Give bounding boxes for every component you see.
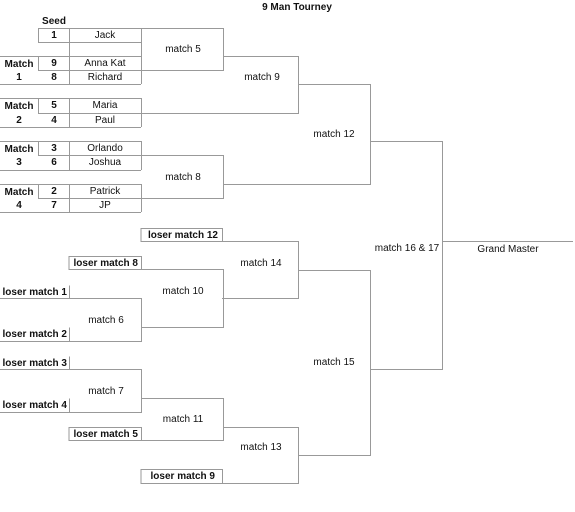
grand-master-label: Grand Master — [477, 244, 539, 255]
player-name: Joshua — [88, 157, 122, 168]
match-10-bracket — [141, 269, 224, 328]
loser-12-box — [140, 228, 223, 242]
loser-match-9-label: loser match 9 — [150, 471, 215, 482]
page-title: 9 Man Tourney — [262, 2, 332, 13]
match-7-label: match 7 — [88, 386, 124, 397]
player-name: JP — [99, 200, 111, 211]
match-15-bracket — [298, 270, 371, 456]
match-13-bracket — [222, 427, 299, 484]
match-number-1: 1 — [16, 72, 22, 83]
match-number-4: 4 — [16, 200, 22, 211]
seed-number: 2 — [51, 186, 57, 197]
match-14-bracket — [222, 241, 299, 299]
match-label-1: Match — [4, 59, 34, 70]
player-name: Anna Kat — [84, 58, 126, 69]
seed-number: 4 — [51, 115, 57, 126]
match-16-17-label: match 16 & 17 — [374, 243, 440, 254]
match-5-bracket — [141, 28, 224, 71]
player-name: Patrick — [89, 186, 121, 197]
seed-number: 7 — [51, 200, 57, 211]
player-name: Paul — [94, 115, 116, 126]
player-name: Jack — [94, 30, 116, 41]
match-15-label: match 15 — [313, 357, 355, 368]
loser-match-8-label: loser match 8 — [73, 258, 138, 269]
seed-number: 5 — [51, 100, 57, 111]
match-label-2: Match — [4, 101, 34, 112]
match-number-3: 3 — [16, 157, 22, 168]
loser-match-12-label: loser match 12 — [147, 230, 218, 241]
match-14-label: match 14 — [240, 258, 282, 269]
match-6-label: match 6 — [88, 315, 124, 326]
seed-number: 9 — [51, 58, 57, 69]
match-16-17-bracket — [370, 141, 443, 370]
loser-9-box — [140, 469, 223, 484]
match-9-label: match 9 — [244, 72, 280, 83]
loser-5-box — [68, 427, 142, 441]
match-8-label: match 8 — [165, 172, 201, 183]
match-12-bracket — [223, 84, 371, 185]
seed-number: 6 — [51, 157, 57, 168]
match-7-bracket — [69, 369, 142, 413]
player-name: Maria — [92, 100, 118, 111]
match-5-label: match 5 — [165, 44, 201, 55]
match-13-label: match 13 — [240, 442, 282, 453]
match-10-label: match 10 — [162, 286, 204, 297]
loser-match-5-label: loser match 5 — [73, 429, 138, 440]
loser-match-3-label: loser match 3 — [2, 358, 67, 369]
loser-match-1-label: loser match 1 — [2, 287, 67, 298]
match-label-3: Match — [4, 144, 34, 155]
match-8-bracket — [141, 155, 224, 199]
seed-header: Seed — [42, 16, 66, 27]
seed-number: 3 — [51, 143, 57, 154]
seed-number: 1 — [51, 30, 57, 41]
match-12-label: match 12 — [313, 129, 355, 140]
seed-number: 8 — [51, 72, 57, 83]
loser-match-2-label: loser match 2 — [2, 329, 67, 340]
match-6-bracket — [69, 298, 142, 342]
player-name: Orlando — [87, 143, 123, 154]
match-9-bracket — [141, 56, 299, 114]
loser-match-4-label: loser match 4 — [2, 400, 67, 411]
loser-8-box — [68, 256, 142, 270]
match-number-2: 2 — [16, 115, 22, 126]
player-name: Richard — [87, 72, 123, 83]
match-label-4: Match — [4, 187, 34, 198]
match-11-label: match 11 — [162, 414, 204, 425]
match-11-bracket — [141, 398, 224, 441]
